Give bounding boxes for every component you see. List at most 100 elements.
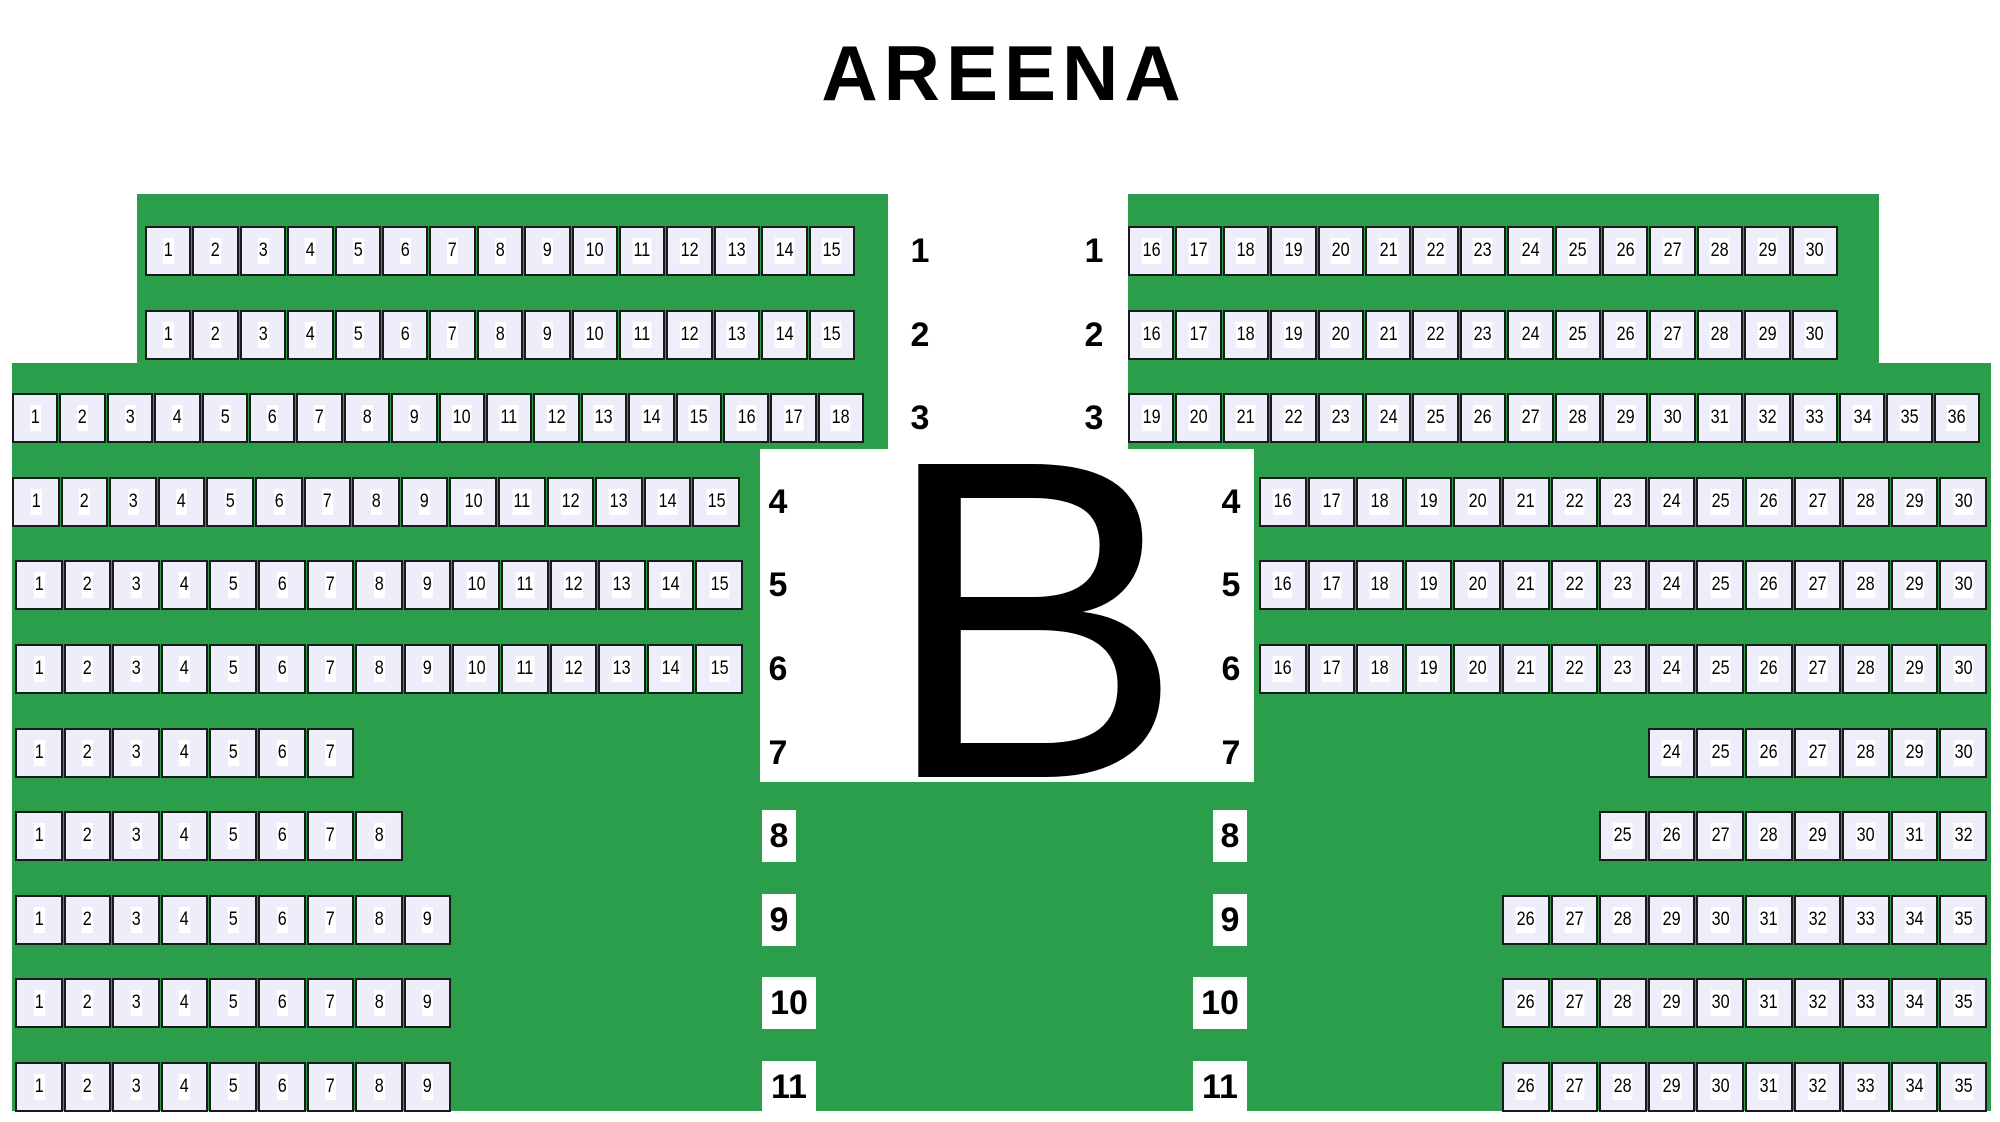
seat-left-row9-5[interactable]: 5	[209, 894, 257, 945]
seat-left-row8-7[interactable]: 7	[306, 811, 355, 862]
seat-left-row3-18[interactable]: 18	[817, 393, 865, 444]
seat-left-row3-15[interactable]: 15	[675, 393, 722, 444]
seat-right-row4-26[interactable]: 26	[1745, 476, 1793, 527]
seat-left-row1-8[interactable]: 8	[476, 226, 524, 276]
seat-left-row3-14[interactable]: 14	[628, 393, 675, 444]
seat-left-row9-9[interactable]: 9	[403, 894, 452, 945]
seat-left-row4-9[interactable]: 9	[400, 476, 449, 527]
seat-left-row11-3[interactable]: 3	[112, 1062, 160, 1112]
seat-right-row7-24[interactable]: 24	[1647, 727, 1696, 778]
seat-right-row5-24[interactable]: 24	[1647, 560, 1696, 611]
seat-left-row4-7[interactable]: 7	[303, 476, 352, 527]
seat-right-row1-25[interactable]: 25	[1554, 226, 1601, 276]
seat-left-row5-12[interactable]: 12	[549, 560, 598, 611]
seat-right-row5-28[interactable]: 28	[1842, 560, 1890, 611]
seat-right-row3-22[interactable]: 22	[1270, 393, 1317, 444]
seat-left-row6-4[interactable]: 4	[160, 644, 209, 694]
seat-left-row9-4[interactable]: 4	[160, 894, 209, 945]
seat-right-row9-30[interactable]: 30	[1696, 894, 1744, 945]
seat-right-row6-22[interactable]: 22	[1550, 644, 1599, 694]
seat-left-row3-4[interactable]: 4	[154, 393, 201, 444]
seat-right-row2-19[interactable]: 19	[1270, 309, 1317, 360]
seat-right-row4-27[interactable]: 27	[1793, 476, 1842, 527]
seat-left-row6-2[interactable]: 2	[63, 644, 112, 694]
seat-right-row3-24[interactable]: 24	[1365, 393, 1412, 444]
seat-right-row9-32[interactable]: 32	[1793, 894, 1842, 945]
seat-left-row2-7[interactable]: 7	[429, 309, 476, 360]
seat-right-row1-24[interactable]: 24	[1507, 226, 1554, 276]
seat-right-row3-30[interactable]: 30	[1649, 393, 1696, 444]
seat-left-row5-5[interactable]: 5	[209, 560, 257, 611]
seat-right-row11-34[interactable]: 34	[1890, 1062, 1939, 1112]
seat-right-row9-28[interactable]: 28	[1599, 894, 1647, 945]
seat-right-row3-36[interactable]: 36	[1933, 393, 1981, 444]
seat-left-row4-13[interactable]: 13	[595, 476, 643, 527]
seat-right-row3-25[interactable]: 25	[1412, 393, 1459, 444]
seat-right-row2-25[interactable]: 25	[1554, 309, 1601, 360]
seat-right-row6-18[interactable]: 18	[1356, 644, 1404, 694]
seat-right-row5-16[interactable]: 16	[1259, 560, 1307, 611]
seat-right-row8-25[interactable]: 25	[1599, 811, 1647, 862]
seat-right-row6-17[interactable]: 17	[1307, 644, 1356, 694]
seat-right-row3-29[interactable]: 29	[1602, 393, 1649, 444]
seat-left-row2-15[interactable]: 15	[808, 309, 855, 360]
seat-right-row3-32[interactable]: 32	[1744, 393, 1791, 444]
seat-left-row5-11[interactable]: 11	[501, 560, 549, 611]
seat-left-row7-2[interactable]: 2	[63, 727, 112, 778]
seat-left-row3-6[interactable]: 6	[249, 393, 296, 444]
seat-right-row1-19[interactable]: 19	[1270, 226, 1317, 276]
seat-left-row5-15[interactable]: 15	[695, 560, 743, 611]
seat-right-row5-20[interactable]: 20	[1453, 560, 1501, 611]
seat-left-row2-8[interactable]: 8	[476, 309, 524, 360]
seat-left-row4-11[interactable]: 11	[498, 476, 546, 527]
seat-left-row10-6[interactable]: 6	[258, 978, 306, 1029]
seat-right-row10-34[interactable]: 34	[1890, 978, 1939, 1029]
seat-left-row3-7[interactable]: 7	[296, 393, 343, 444]
seat-right-row6-25[interactable]: 25	[1696, 644, 1744, 694]
seat-right-row2-24[interactable]: 24	[1507, 309, 1554, 360]
seat-right-row3-21[interactable]: 21	[1222, 393, 1270, 444]
seat-left-row2-11[interactable]: 11	[619, 309, 666, 360]
seat-left-row6-9[interactable]: 9	[403, 644, 452, 694]
seat-left-row2-4[interactable]: 4	[287, 309, 334, 360]
seat-left-row3-9[interactable]: 9	[391, 393, 438, 444]
seat-left-row4-12[interactable]: 12	[546, 476, 595, 527]
seat-left-row5-4[interactable]: 4	[160, 560, 209, 611]
seat-left-row9-3[interactable]: 3	[112, 894, 160, 945]
seat-right-row4-18[interactable]: 18	[1356, 476, 1404, 527]
seat-left-row3-10[interactable]: 10	[438, 393, 485, 444]
seat-right-row4-25[interactable]: 25	[1696, 476, 1744, 527]
seat-right-row2-17[interactable]: 17	[1175, 309, 1222, 360]
seat-right-row3-27[interactable]: 27	[1507, 393, 1554, 444]
seat-right-row7-28[interactable]: 28	[1842, 727, 1890, 778]
seat-right-row9-31[interactable]: 31	[1745, 894, 1793, 945]
seat-right-row4-20[interactable]: 20	[1453, 476, 1501, 527]
seat-left-row3-3[interactable]: 3	[106, 393, 154, 444]
seat-right-row6-20[interactable]: 20	[1453, 644, 1501, 694]
seat-right-row2-21[interactable]: 21	[1365, 309, 1412, 360]
seat-right-row7-26[interactable]: 26	[1745, 727, 1793, 778]
seat-right-row6-24[interactable]: 24	[1647, 644, 1696, 694]
seat-right-row1-27[interactable]: 27	[1649, 226, 1696, 276]
seat-left-row7-3[interactable]: 3	[112, 727, 160, 778]
seat-left-row5-7[interactable]: 7	[306, 560, 355, 611]
seat-right-row4-19[interactable]: 19	[1404, 476, 1453, 527]
seat-left-row10-1[interactable]: 1	[15, 978, 63, 1029]
seat-right-row4-16[interactable]: 16	[1259, 476, 1307, 527]
seat-left-row6-3[interactable]: 3	[112, 644, 160, 694]
seat-right-row5-19[interactable]: 19	[1404, 560, 1453, 611]
seat-left-row5-13[interactable]: 13	[598, 560, 646, 611]
seat-left-row6-5[interactable]: 5	[209, 644, 257, 694]
seat-left-row11-1[interactable]: 1	[15, 1062, 63, 1112]
seat-right-row2-20[interactable]: 20	[1317, 309, 1364, 360]
seat-right-row5-26[interactable]: 26	[1745, 560, 1793, 611]
seat-right-row1-18[interactable]: 18	[1222, 226, 1270, 276]
seat-left-row1-11[interactable]: 11	[619, 226, 666, 276]
seat-left-row3-1[interactable]: 1	[12, 393, 59, 444]
seat-left-row8-3[interactable]: 3	[112, 811, 160, 862]
seat-right-row4-30[interactable]: 30	[1939, 476, 1987, 527]
seat-left-row8-2[interactable]: 2	[63, 811, 112, 862]
seat-right-row6-19[interactable]: 19	[1404, 644, 1453, 694]
seat-right-row2-29[interactable]: 29	[1744, 309, 1791, 360]
seat-right-row8-29[interactable]: 29	[1793, 811, 1842, 862]
